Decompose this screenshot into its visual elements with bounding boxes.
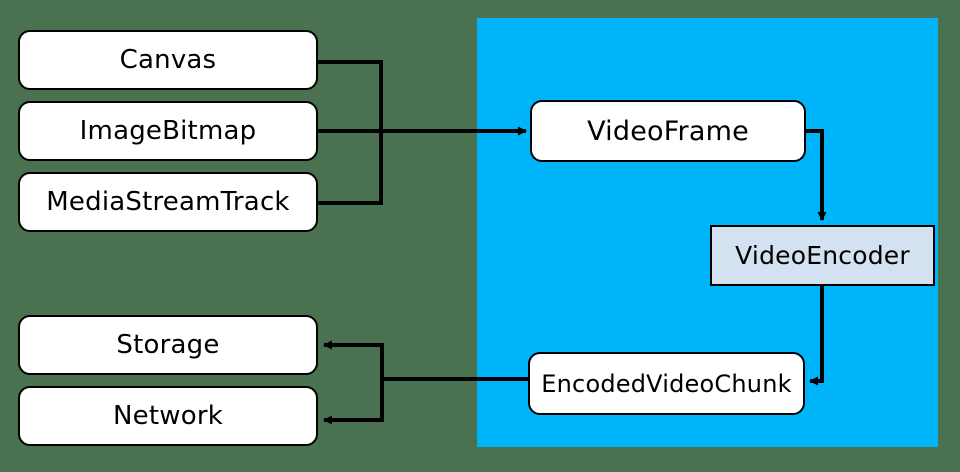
edge-canvas-to-videoframe bbox=[318, 60, 383, 131]
node-video-encoder[interactable]: VideoEncoder bbox=[710, 225, 935, 286]
node-canvas-label: Canvas bbox=[119, 45, 217, 75]
node-encoded-video-chunk[interactable]: EncodedVideoChunk bbox=[528, 352, 805, 415]
node-video-encoder-label: VideoEncoder bbox=[735, 241, 910, 270]
edge-encodedvideochunk-to-network bbox=[323, 379, 384, 425]
node-network[interactable]: Network bbox=[18, 386, 318, 446]
node-media-stream-track[interactable]: MediaStreamTrack bbox=[18, 172, 318, 232]
node-canvas[interactable]: Canvas bbox=[18, 30, 318, 90]
node-image-bitmap-label: ImageBitmap bbox=[79, 116, 257, 146]
node-video-frame-label: VideoFrame bbox=[587, 115, 749, 147]
node-media-stream-track-label: MediaStreamTrack bbox=[46, 187, 290, 217]
edge-mediastreamtrack-to-videoframe bbox=[318, 131, 383, 205]
node-encoded-video-chunk-label: EncodedVideoChunk bbox=[541, 369, 792, 398]
node-storage[interactable]: Storage bbox=[18, 315, 318, 375]
node-storage-label: Storage bbox=[116, 330, 220, 360]
node-video-frame[interactable]: VideoFrame bbox=[530, 100, 806, 162]
node-network-label: Network bbox=[113, 401, 223, 431]
node-image-bitmap[interactable]: ImageBitmap bbox=[18, 101, 318, 161]
edge-encodedvideochunk-to-storage bbox=[323, 340, 384, 379]
